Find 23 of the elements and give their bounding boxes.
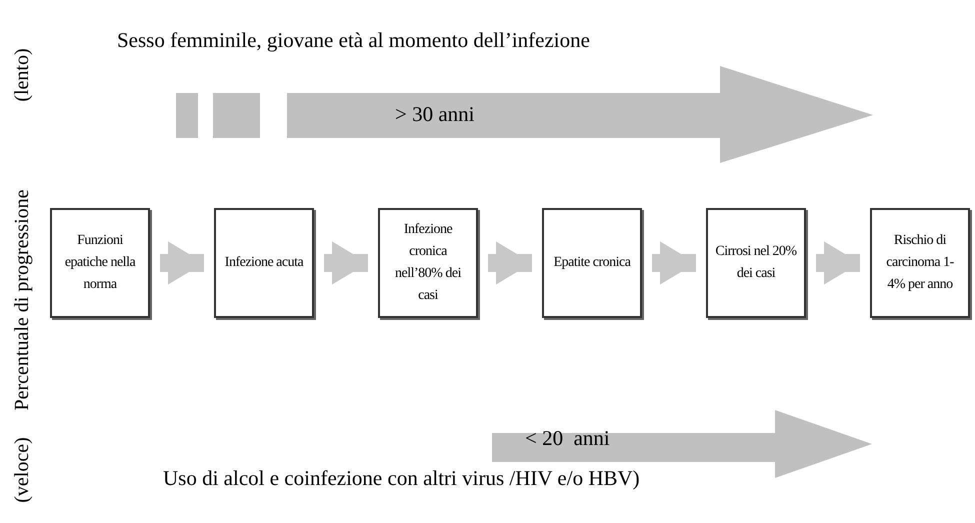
axis-label: (veloce)	[12, 437, 32, 503]
note-text: Sesso femminile, giovane età al momento dell’infezione	[117, 30, 590, 51]
axis-label: Percentuale di progressione	[12, 189, 32, 411]
box-text: Infezione cronica nell’80% dei casi	[394, 221, 462, 305]
process-box	[214, 208, 314, 318]
arrow	[488, 241, 532, 285]
arrow	[652, 241, 696, 285]
process-box	[706, 208, 806, 318]
box-text: Funzioni epatiche nella norma	[64, 232, 136, 294]
note-text: Uso di alcol e coinfezione con altri virus /HIV e/o HBV)	[163, 468, 640, 489]
arrow	[816, 241, 860, 285]
axis-label: (lento)	[12, 48, 32, 102]
box-text: Epatite cronica	[554, 254, 630, 272]
arrow	[160, 241, 204, 285]
note-text: < 20 anni	[525, 428, 610, 449]
box-text: Rischio di carcinoma 1-4% per anno	[885, 232, 955, 294]
note-text: > 30 anni	[395, 104, 474, 125]
box-text: Cirrosi nel 20% dei casi	[714, 243, 798, 283]
process-box	[870, 208, 970, 318]
process-box	[378, 208, 478, 318]
box-text: Infezione acuta	[224, 254, 304, 272]
process-box	[50, 208, 150, 318]
process-box	[542, 208, 642, 318]
